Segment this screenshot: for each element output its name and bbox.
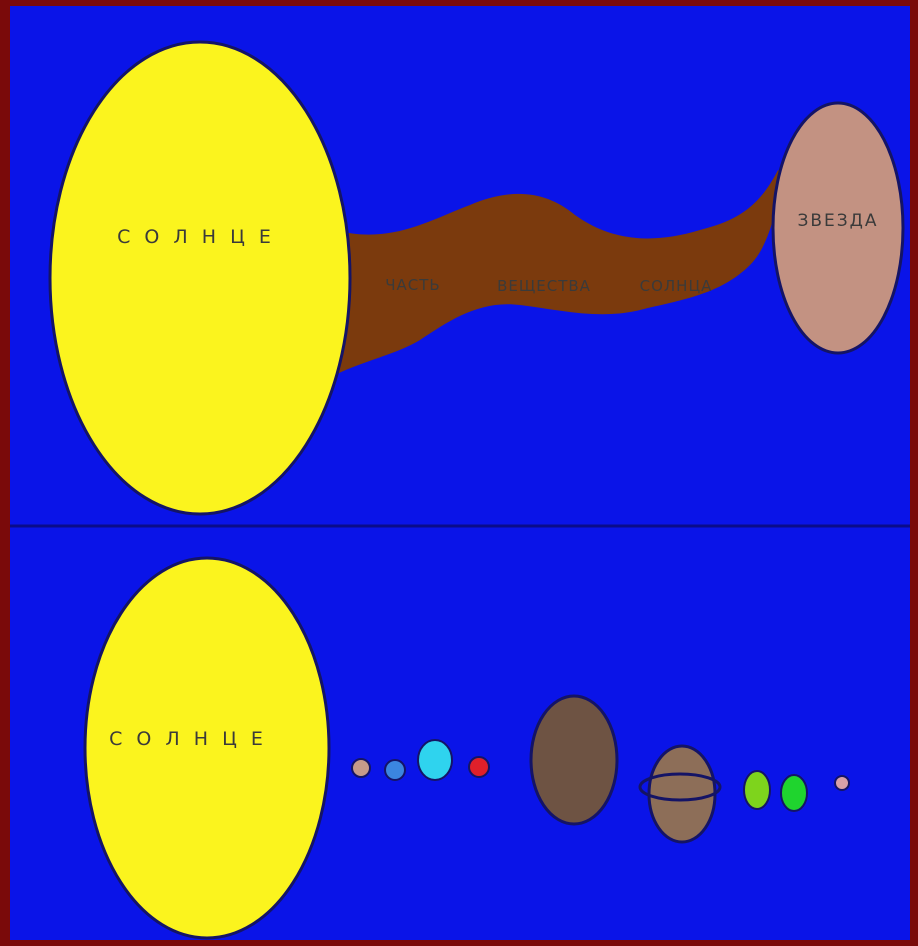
planet-7 <box>744 771 770 809</box>
star-label: ЗВЕЗДА <box>797 211 878 231</box>
planet-6 <box>649 746 715 842</box>
planet-9 <box>835 776 849 790</box>
stream-word-1: ЧАСТЬ <box>385 276 440 294</box>
top-sun <box>50 42 350 514</box>
planet-2 <box>385 760 405 780</box>
top-sun-label: С О Л Н Ц Е <box>117 226 275 248</box>
stream-word-3: СОЛНЦА <box>640 277 713 295</box>
planet-3 <box>418 740 452 780</box>
planet-8 <box>781 775 807 811</box>
stream-word-2: ВЕЩЕСТВА <box>497 277 591 295</box>
planet-1 <box>352 759 370 777</box>
planet-5 <box>531 696 617 824</box>
planet-4 <box>469 757 489 777</box>
bottom-sun-label: С О Л Н Ц Е <box>109 728 267 750</box>
